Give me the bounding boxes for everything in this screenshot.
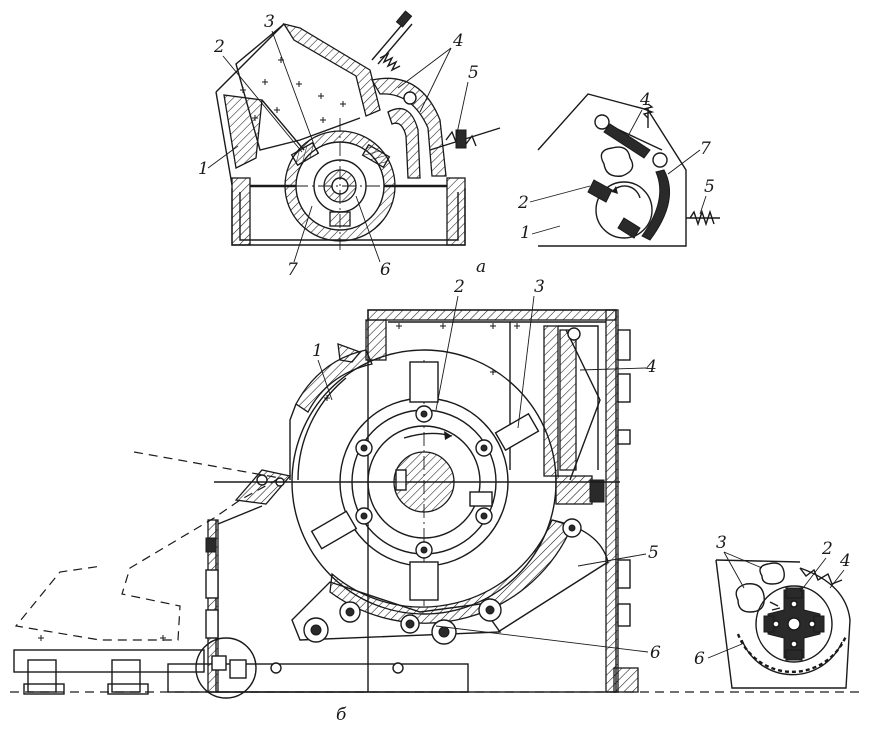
label-bs-6: 6 bbox=[694, 649, 705, 669]
view-a-crusher bbox=[215, 10, 501, 250]
label-as-4: 4 bbox=[639, 90, 651, 110]
view-b-schematic-labels: 3 2 4 6 bbox=[694, 533, 851, 669]
view-b-crusher bbox=[10, 309, 860, 699]
view-b-schematic bbox=[715, 559, 851, 689]
label-a-2: 2 bbox=[213, 37, 225, 57]
label-b-5: 5 bbox=[648, 543, 659, 563]
label-a-1: 1 bbox=[198, 159, 209, 179]
rotor-bolts bbox=[355, 405, 493, 559]
label-bs-3: 3 bbox=[716, 533, 727, 553]
label-as-2: 2 bbox=[517, 193, 529, 213]
view-a-labels: 2 3 4 5 1 7 6 а bbox=[198, 12, 486, 280]
label-a-5: 5 bbox=[468, 63, 479, 83]
label-b-3: 3 bbox=[534, 277, 545, 297]
label-a-7: 7 bbox=[287, 260, 298, 280]
label-as-7: 7 bbox=[700, 139, 711, 159]
label-a-6: 6 bbox=[380, 260, 391, 280]
label-b-6: 6 bbox=[650, 643, 661, 663]
view-b-labels: 1 2 3 4 5 6 б bbox=[312, 277, 661, 725]
label-b-1: 1 bbox=[312, 341, 323, 361]
caption-b: б bbox=[336, 705, 347, 725]
label-b-2: 2 bbox=[453, 277, 465, 297]
label-a-3: 3 bbox=[264, 12, 275, 32]
label-bs-2: 2 bbox=[821, 539, 833, 559]
label-a-4: 4 bbox=[452, 31, 464, 51]
label-as-1: 1 bbox=[520, 223, 531, 243]
label-b-4: 4 bbox=[645, 357, 657, 377]
label-bs-4: 4 bbox=[839, 551, 851, 571]
view-a-schematic-labels: 4 7 5 2 1 bbox=[517, 90, 715, 243]
view-a-schematic bbox=[537, 93, 720, 247]
label-as-5: 5 bbox=[704, 177, 715, 197]
caption-a: а bbox=[476, 257, 486, 277]
